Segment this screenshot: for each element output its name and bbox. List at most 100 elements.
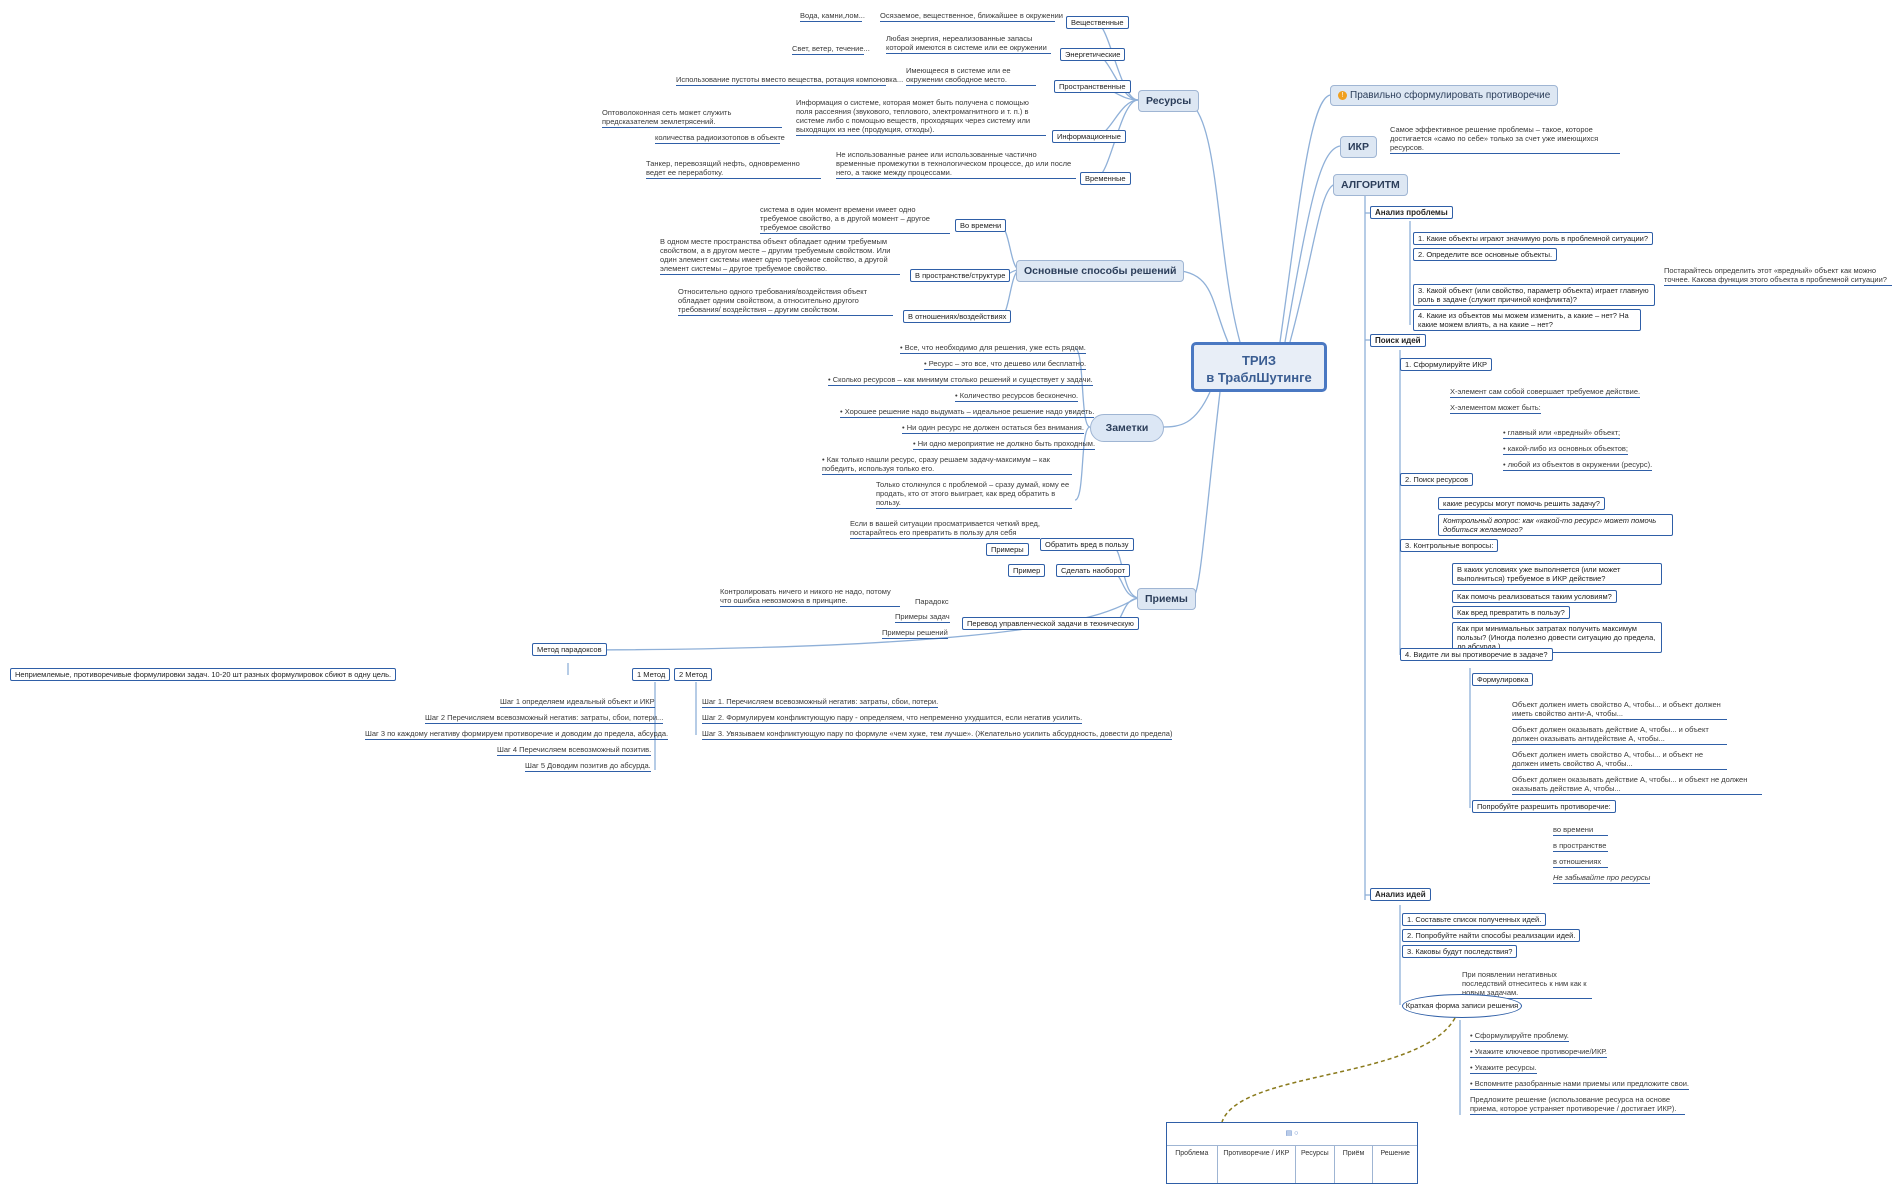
ideas-q3[interactable]: 3. Каковы будут последствия?: [1402, 945, 1518, 958]
contradiction-resolve[interactable]: Попробуйте разрешить противоречие:: [1472, 800, 1616, 813]
brief-3: • Укажите ресурсы.: [1470, 1063, 1537, 1074]
ideas-q2[interactable]: 2. Попробуйте найти способы реализации и…: [1402, 929, 1581, 942]
table-col-problem: Проблема: [1167, 1145, 1218, 1183]
resource-energy-desc: Любая энергия, нереализованные запасы ко…: [886, 34, 1051, 54]
root-topic[interactable]: ТРИЗ в ТраблШутинге: [1191, 342, 1327, 392]
ideas-q1[interactable]: 1. Составьте список полученных идей.: [1402, 913, 1547, 926]
m1-step-4: Шаг 4 Перечисляем всевозможный позитив.: [497, 745, 652, 756]
technique-reverse-example[interactable]: Пример: [1008, 564, 1046, 577]
note-5: • Хорошее решение надо выдумать – идеаль…: [840, 407, 1095, 418]
m2-step-2: Шаг 2. Формулируем конфликтующую пару - …: [702, 713, 1083, 724]
solution-space-desc: В одном месте пространства объект облада…: [660, 237, 900, 275]
root-title-line1: ТРИЗ: [1241, 353, 1277, 368]
resource-space-example: Использование пустоты вместо вещества, р…: [676, 75, 904, 86]
algorithm-topic[interactable]: АЛГОРИТМ: [1333, 174, 1408, 196]
ikr-desc: Самое эффективное решение проблемы – так…: [1390, 125, 1620, 154]
note-8: • Как только нашли ресурс, сразу решаем …: [822, 455, 1072, 475]
resource-material[interactable]: Вещественные: [1066, 16, 1129, 29]
solutions-topic[interactable]: Основные способы решений: [1016, 260, 1185, 282]
note-3: • Сколько ресурсов – как минимум столько…: [828, 375, 1093, 386]
technique-task-examples: Примеры задач: [895, 612, 950, 623]
paradox-method[interactable]: Метод парадоксов: [532, 643, 607, 656]
resource-time[interactable]: Временные: [1080, 172, 1131, 185]
search-ikr-sub-2: • какой-либо из основных объектов;: [1503, 444, 1628, 455]
note-6: • Ни один ресурс не должен остаться без …: [902, 423, 1084, 434]
note-4: • Количество ресурсов бесконечно.: [955, 391, 1079, 402]
analysis-section[interactable]: Анализ проблемы: [1370, 206, 1453, 219]
resource-material-desc: Осязаемое, вещественное, ближайшее в окр…: [880, 11, 1063, 22]
way-space: в пространстве: [1553, 841, 1608, 852]
techniques-topic[interactable]: Приемы: [1137, 588, 1196, 610]
technique-harm-to-benefit[interactable]: Обратить вред в пользу: [1040, 538, 1134, 551]
control-q2[interactable]: Как помочь реализоваться таким условиям?: [1452, 590, 1617, 603]
resource-time-desc: Не использованные ранее или использованн…: [836, 150, 1076, 179]
analysis-q3[interactable]: 3. Какой объект (или свойство, параметр …: [1413, 284, 1655, 306]
solution-table[interactable]: ▤ ○ Проблема Противоречие / ИКР Ресурсы …: [1166, 1122, 1418, 1184]
control-q1[interactable]: В каких условиях уже выполняется (или мо…: [1452, 563, 1662, 585]
search-resources-b[interactable]: Контрольный вопрос: как «какой-то ресурс…: [1438, 514, 1673, 536]
search-control[interactable]: 3. Контрольные вопросы:: [1400, 539, 1499, 552]
form-3: Объект должен иметь свойство А, чтобы...…: [1512, 750, 1727, 770]
solution-relations[interactable]: В отношениях/воздействиях: [903, 310, 1012, 323]
resource-energy-example: Свет, ветер, течение...: [792, 44, 870, 55]
paradox-method-2[interactable]: 2 Метод: [674, 668, 713, 681]
resource-energy[interactable]: Энергетические: [1060, 48, 1126, 61]
resource-space[interactable]: Пространственные: [1054, 80, 1131, 93]
note-9: Только столкнулся с проблемой – сразу ду…: [876, 480, 1072, 509]
analysis-q2[interactable]: 2. Определите все основные объекты.: [1413, 248, 1558, 261]
analysis-q4[interactable]: 4. Какие из объектов мы можем изменить, …: [1413, 309, 1641, 331]
brief-form[interactable]: Краткая форма записи решения: [1402, 994, 1522, 1018]
resource-info[interactable]: Информационные: [1052, 130, 1126, 143]
form-2: Объект должен оказывать действие А, чтоб…: [1512, 725, 1727, 745]
search-ikr[interactable]: 1. Сформулируйте ИКР: [1400, 358, 1493, 371]
brief-4: • Вспомните разобранные нами приемы или …: [1470, 1079, 1690, 1090]
technique-solution-examples: Примеры решений: [882, 628, 948, 639]
way-relations: в отношениях: [1553, 857, 1608, 868]
solution-time[interactable]: Во времени: [955, 219, 1007, 232]
note-1: • Все, что необходимо для решения, уже е…: [900, 343, 1086, 354]
resource-time-example: Танкер, перевозящий нефть, одновременно …: [646, 159, 821, 179]
paradox-method-desc[interactable]: Неприемлемые, противоречивые формулировк…: [10, 668, 397, 681]
solution-relations-desc: Относительно одного требования/воздейств…: [678, 287, 893, 316]
technique-translate[interactable]: Перевод управленческой задачи в техничес…: [962, 617, 1139, 630]
ideas-section[interactable]: Анализ идей: [1370, 888, 1431, 901]
technique-harm-examples[interactable]: Примеры: [986, 543, 1029, 556]
technique-harm-desc: Если в вашей ситуации просматривается че…: [850, 519, 1040, 539]
notes-topic[interactable]: Заметки: [1090, 414, 1164, 442]
resource-space-desc: Имеющееся в системе или ее окружении сво…: [906, 66, 1036, 86]
paradox-method-1[interactable]: 1 Метод: [632, 668, 671, 681]
ikr-topic[interactable]: ИКР: [1340, 136, 1377, 158]
root-title-line2: в ТраблШутинге: [1206, 370, 1312, 385]
technique-paradox: Парадокс: [915, 597, 949, 606]
search-contradiction[interactable]: 4. Видите ли вы противоречие в задаче?: [1400, 648, 1553, 661]
search-ikr-a: Х-элемент сам собой совершает требуемое …: [1450, 387, 1641, 398]
table-col-solution: Решение: [1380, 1150, 1410, 1157]
form-1: Объект должен иметь свойство А, чтобы...…: [1512, 700, 1727, 720]
brief-5: Предложите решение (использование ресурс…: [1470, 1095, 1685, 1115]
resource-material-example: Вода, камни,лом...: [800, 11, 865, 22]
brief-2: • Укажите ключевое противоречие/ИКР.: [1470, 1047, 1607, 1058]
m2-step-1: Шаг 1. Перечисляем всевозможный негатив:…: [702, 697, 939, 708]
m1-step-5: Шаг 5 Доводим позитив до абсурда.: [525, 761, 651, 772]
solution-space[interactable]: В пространстве/структуре: [910, 269, 1011, 282]
control-q3[interactable]: Как вред превратить в пользу?: [1452, 606, 1570, 619]
technique-reverse[interactable]: Сделать наоборот: [1056, 564, 1131, 577]
resources-topic[interactable]: Ресурсы: [1138, 90, 1200, 112]
resource-info-desc: Информация о системе, которая может быть…: [796, 98, 1046, 136]
contradiction-topic[interactable]: !Правильно сформулировать противоречие: [1330, 85, 1559, 106]
m2-step-3: Шаг 3. Увязываем конфликтующую пару по ф…: [702, 729, 1173, 740]
contradiction-formulation[interactable]: Формулировка: [1472, 673, 1534, 686]
m1-step-3: Шаг 3 по каждому негативу формируем прот…: [365, 729, 669, 740]
search-section[interactable]: Поиск идей: [1370, 334, 1426, 347]
analysis-note: Постарайтесь определить этот «вредный» о…: [1664, 266, 1892, 286]
table-col-contradiction: Противоречие / ИКР: [1218, 1145, 1296, 1183]
control-q4[interactable]: Как при минимальных затратах получить ма…: [1452, 622, 1662, 653]
warning-icon: !: [1338, 90, 1347, 100]
search-resources[interactable]: 2. Поиск ресурсов: [1400, 473, 1474, 486]
solution-time-desc: система в один момент времени имеет одно…: [760, 205, 950, 234]
analysis-q1[interactable]: 1. Какие объекты играют значимую роль в …: [1413, 232, 1653, 245]
search-resources-a[interactable]: какие ресурсы могут помочь решить задачу…: [1438, 497, 1605, 510]
search-ikr-sub-3: • любой из объектов в окружении (ресурс)…: [1503, 460, 1653, 471]
way-resources: Не забывайте про ресурсы: [1553, 873, 1651, 884]
